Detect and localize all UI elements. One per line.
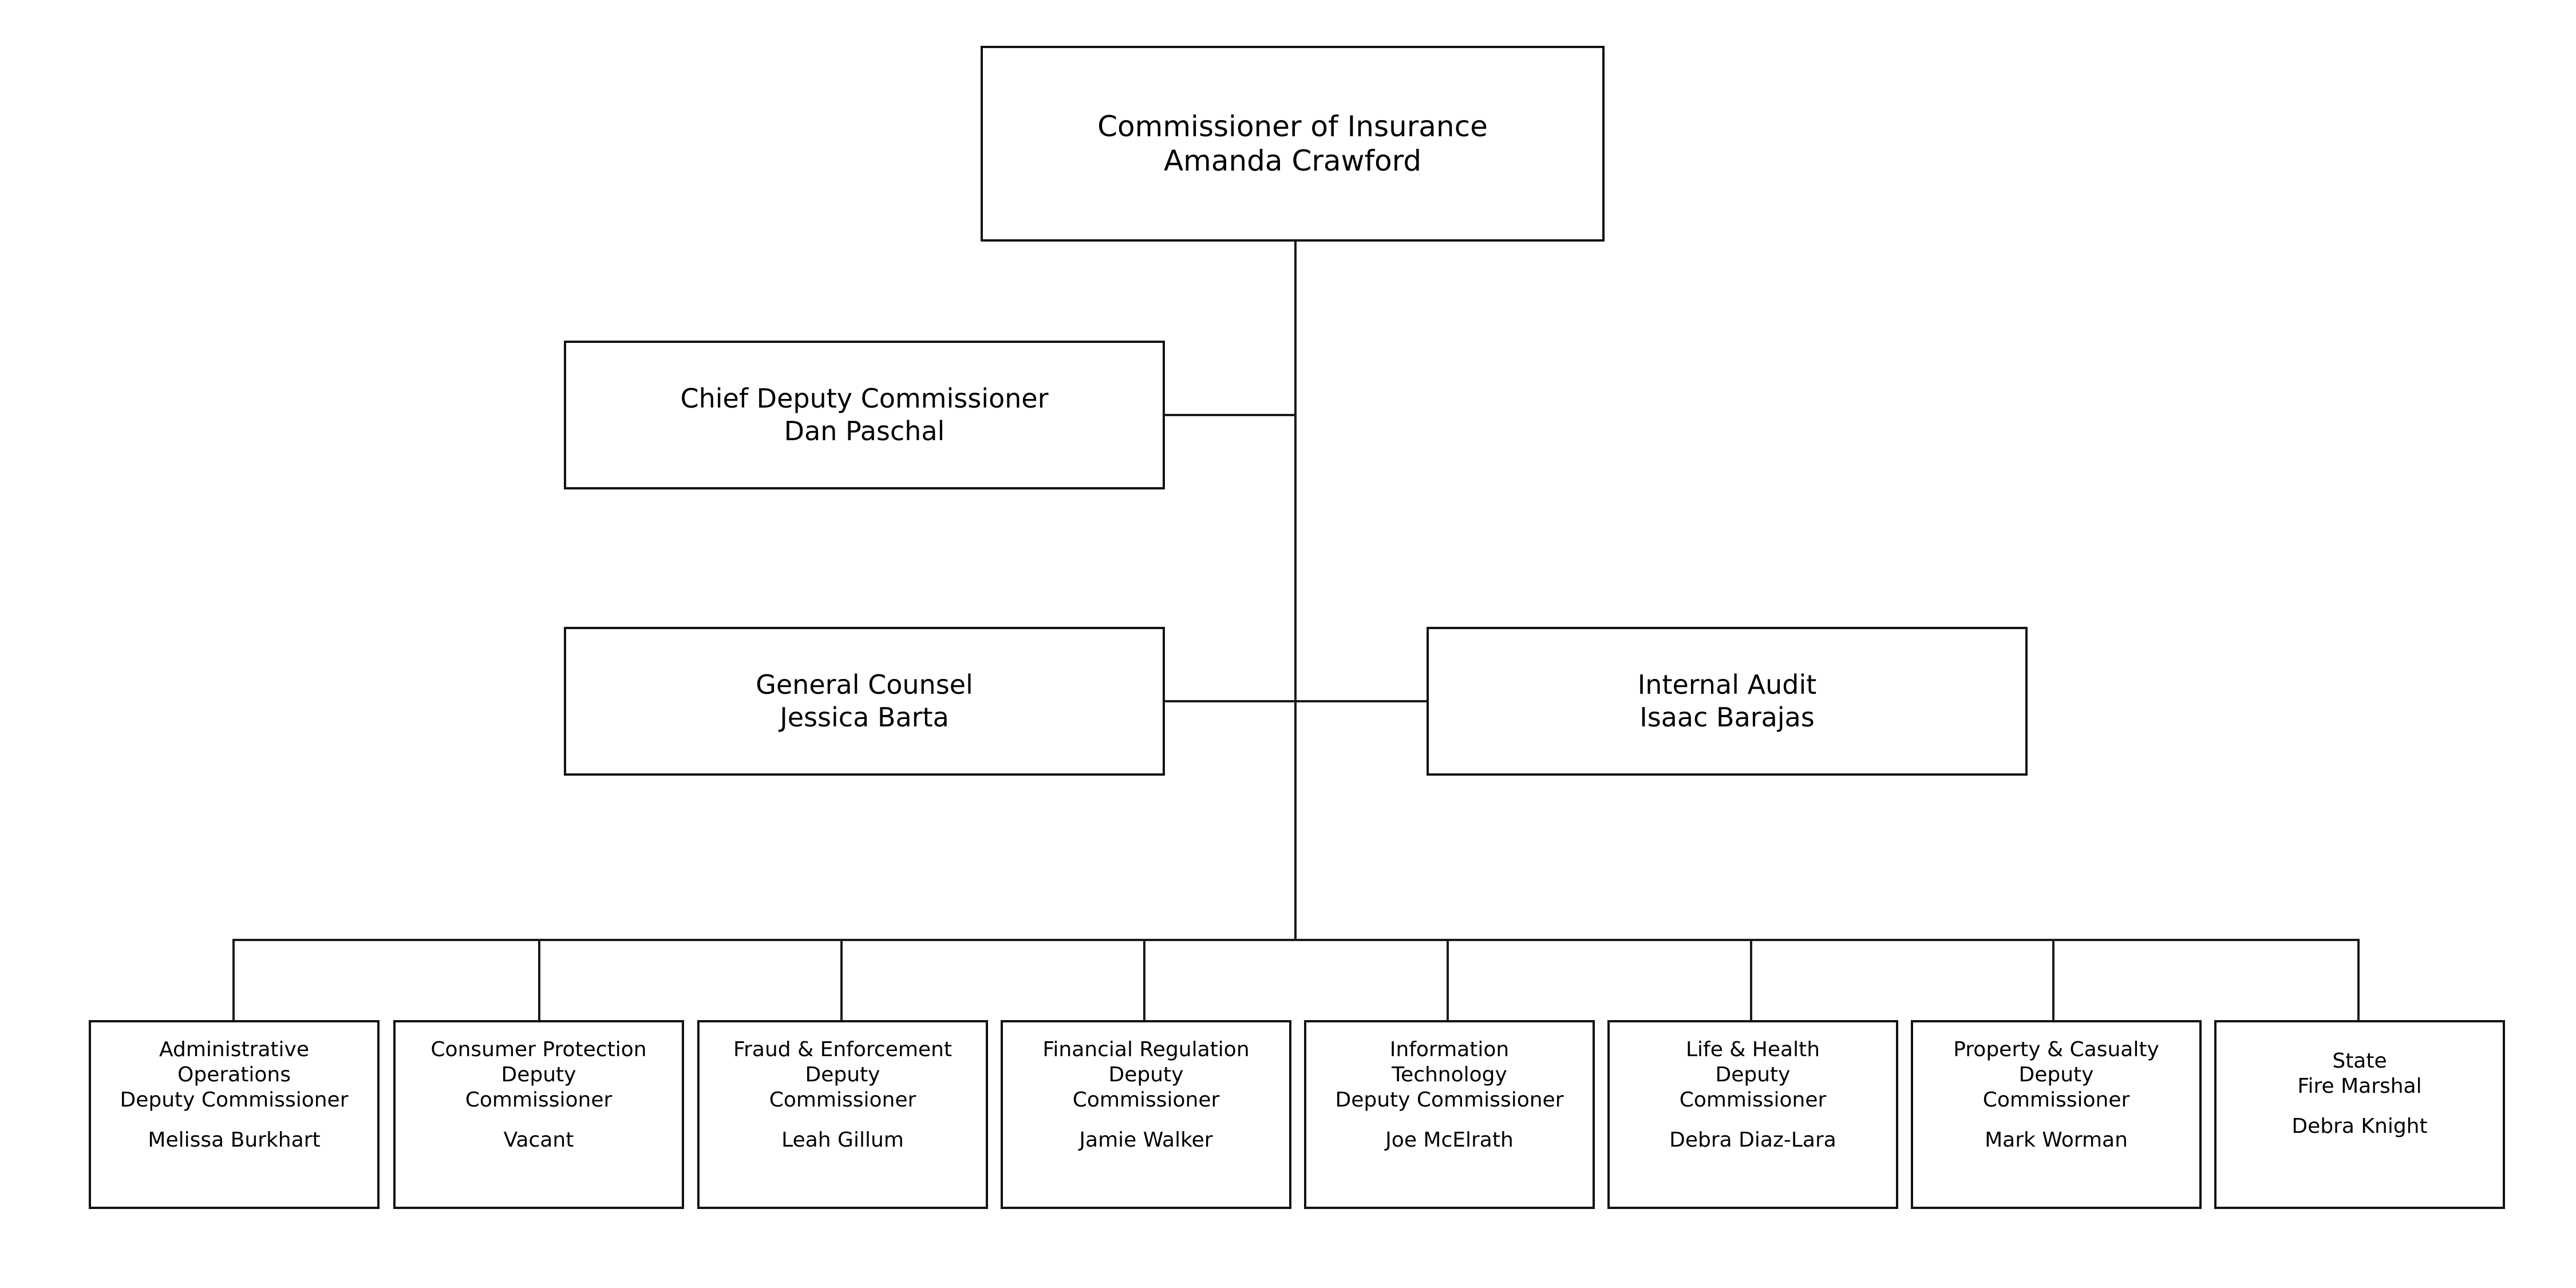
node-title-line-2: Deputy xyxy=(2018,1062,2094,1086)
node-person: Amanda Crawford xyxy=(1163,144,1422,177)
node-title-line-1: Administrative xyxy=(159,1038,310,1061)
drop-line-division-5 xyxy=(1447,939,1449,1021)
node-person: Jamie Walker xyxy=(1079,1128,1213,1152)
node-person: Melissa Burkhart xyxy=(148,1128,321,1152)
node-title-line-3: Commissioner xyxy=(1072,1088,1220,1112)
node-division-property-casualty[interactable]: Property & Casualty Deputy Commissioner … xyxy=(1911,1020,2202,1209)
node-title-line-3: Deputy Commissioner xyxy=(1335,1088,1564,1112)
drop-line-division-1 xyxy=(232,939,235,1021)
node-person: Dan Paschal xyxy=(784,416,945,447)
node-internal-audit[interactable]: Internal Audit Isaac Barajas xyxy=(1427,627,2028,776)
node-person: Vacant xyxy=(503,1128,574,1152)
node-title: Internal Audit xyxy=(1637,669,1817,700)
connector-general-counsel xyxy=(1163,700,1295,702)
node-division-consumer-protection[interactable]: Consumer Protection Deputy Commissioner … xyxy=(393,1020,684,1209)
node-title-line-1: Fraud & Enforcement xyxy=(733,1038,952,1061)
node-title-line-3: Commissioner xyxy=(1982,1088,2130,1112)
node-title-line-3: Commissioner xyxy=(769,1088,916,1112)
node-title: General Counsel xyxy=(756,669,973,700)
node-division-administrative-operations[interactable]: Administrative Operations Deputy Commiss… xyxy=(89,1020,380,1209)
node-person: Debra Knight xyxy=(2291,1114,2428,1138)
node-title-line-1: State xyxy=(2332,1049,2387,1073)
node-title-line-1: Financial Regulation xyxy=(1042,1038,1250,1061)
node-division-life-health[interactable]: Life & Health Deputy Commissioner Debra … xyxy=(1607,1020,1898,1209)
trunk-line-main xyxy=(1294,239,1297,941)
node-division-fraud-enforcement[interactable]: Fraud & Enforcement Deputy Commissioner … xyxy=(697,1020,988,1209)
node-title-line-2: Deputy xyxy=(1108,1062,1184,1086)
node-title-line-1: Consumer Protection xyxy=(430,1038,647,1061)
node-title: Financial Regulation Deputy Commissioner xyxy=(1003,1037,1289,1113)
node-division-information-technology[interactable]: Information Technology Deputy Commission… xyxy=(1304,1020,1595,1209)
node-title-line-2: Deputy xyxy=(1715,1062,1791,1086)
node-title-line-2: Deputy xyxy=(501,1062,576,1086)
node-title: Fraud & Enforcement Deputy Commissioner xyxy=(700,1037,986,1113)
drop-line-division-4 xyxy=(1143,939,1145,1021)
connector-chief-deputy xyxy=(1163,414,1295,416)
node-title: Property & Casualty Deputy Commissioner xyxy=(1913,1037,2199,1113)
node-title-line-2: Operations xyxy=(177,1062,291,1086)
node-general-counsel[interactable]: General Counsel Jessica Barta xyxy=(564,627,1165,776)
drop-line-division-2 xyxy=(538,939,540,1021)
node-title-line-2: Technology xyxy=(1392,1062,1507,1086)
node-person: Isaac Barajas xyxy=(1639,702,1815,733)
drop-line-division-3 xyxy=(840,939,843,1021)
node-title: Information Technology Deputy Commission… xyxy=(1306,1037,1593,1113)
node-title-line-1: Information xyxy=(1389,1038,1510,1061)
node-title-line-2: Fire Marshal xyxy=(2297,1074,2422,1098)
node-title: Commissioner of Insurance xyxy=(1097,110,1488,143)
node-person: Jessica Barta xyxy=(780,702,949,733)
node-chief-deputy-commissioner[interactable]: Chief Deputy Commissioner Dan Paschal xyxy=(564,341,1165,489)
node-person: Debra Diaz-Lara xyxy=(1669,1128,1836,1152)
node-person: Leah Gillum xyxy=(781,1128,904,1152)
node-title-line-1: Life & Health xyxy=(1685,1038,1820,1061)
node-title: Chief Deputy Commissioner xyxy=(680,382,1049,414)
node-title-line-2: Deputy xyxy=(805,1062,880,1086)
drop-line-division-6 xyxy=(1750,939,1752,1021)
node-division-financial-regulation[interactable]: Financial Regulation Deputy Commissioner… xyxy=(1001,1020,1291,1209)
node-title-line-3: Commissioner xyxy=(1679,1088,1827,1112)
node-title: Consumer Protection Deputy Commissioner xyxy=(396,1037,682,1113)
drop-line-division-8 xyxy=(2357,939,2360,1021)
node-title: State Fire Marshal xyxy=(2217,1049,2503,1099)
node-commissioner-of-insurance[interactable]: Commissioner of Insurance Amanda Crawfor… xyxy=(981,46,1605,242)
node-title-line-3: Deputy Commissioner xyxy=(120,1088,349,1112)
node-title-line-1: Property & Casualty xyxy=(1953,1038,2159,1061)
division-bus-line xyxy=(232,939,2360,941)
node-division-state-fire-marshal[interactable]: State Fire Marshal Debra Knight xyxy=(2214,1020,2505,1209)
node-title: Life & Health Deputy Commissioner xyxy=(1610,1037,1896,1113)
node-person: Mark Worman xyxy=(1985,1128,2128,1152)
drop-line-division-7 xyxy=(2052,939,2055,1021)
node-title-line-3: Commissioner xyxy=(465,1088,613,1112)
node-person: Joe McElrath xyxy=(1385,1128,1514,1152)
node-title: Administrative Operations Deputy Commiss… xyxy=(91,1037,377,1113)
connector-internal-audit xyxy=(1294,700,1429,702)
